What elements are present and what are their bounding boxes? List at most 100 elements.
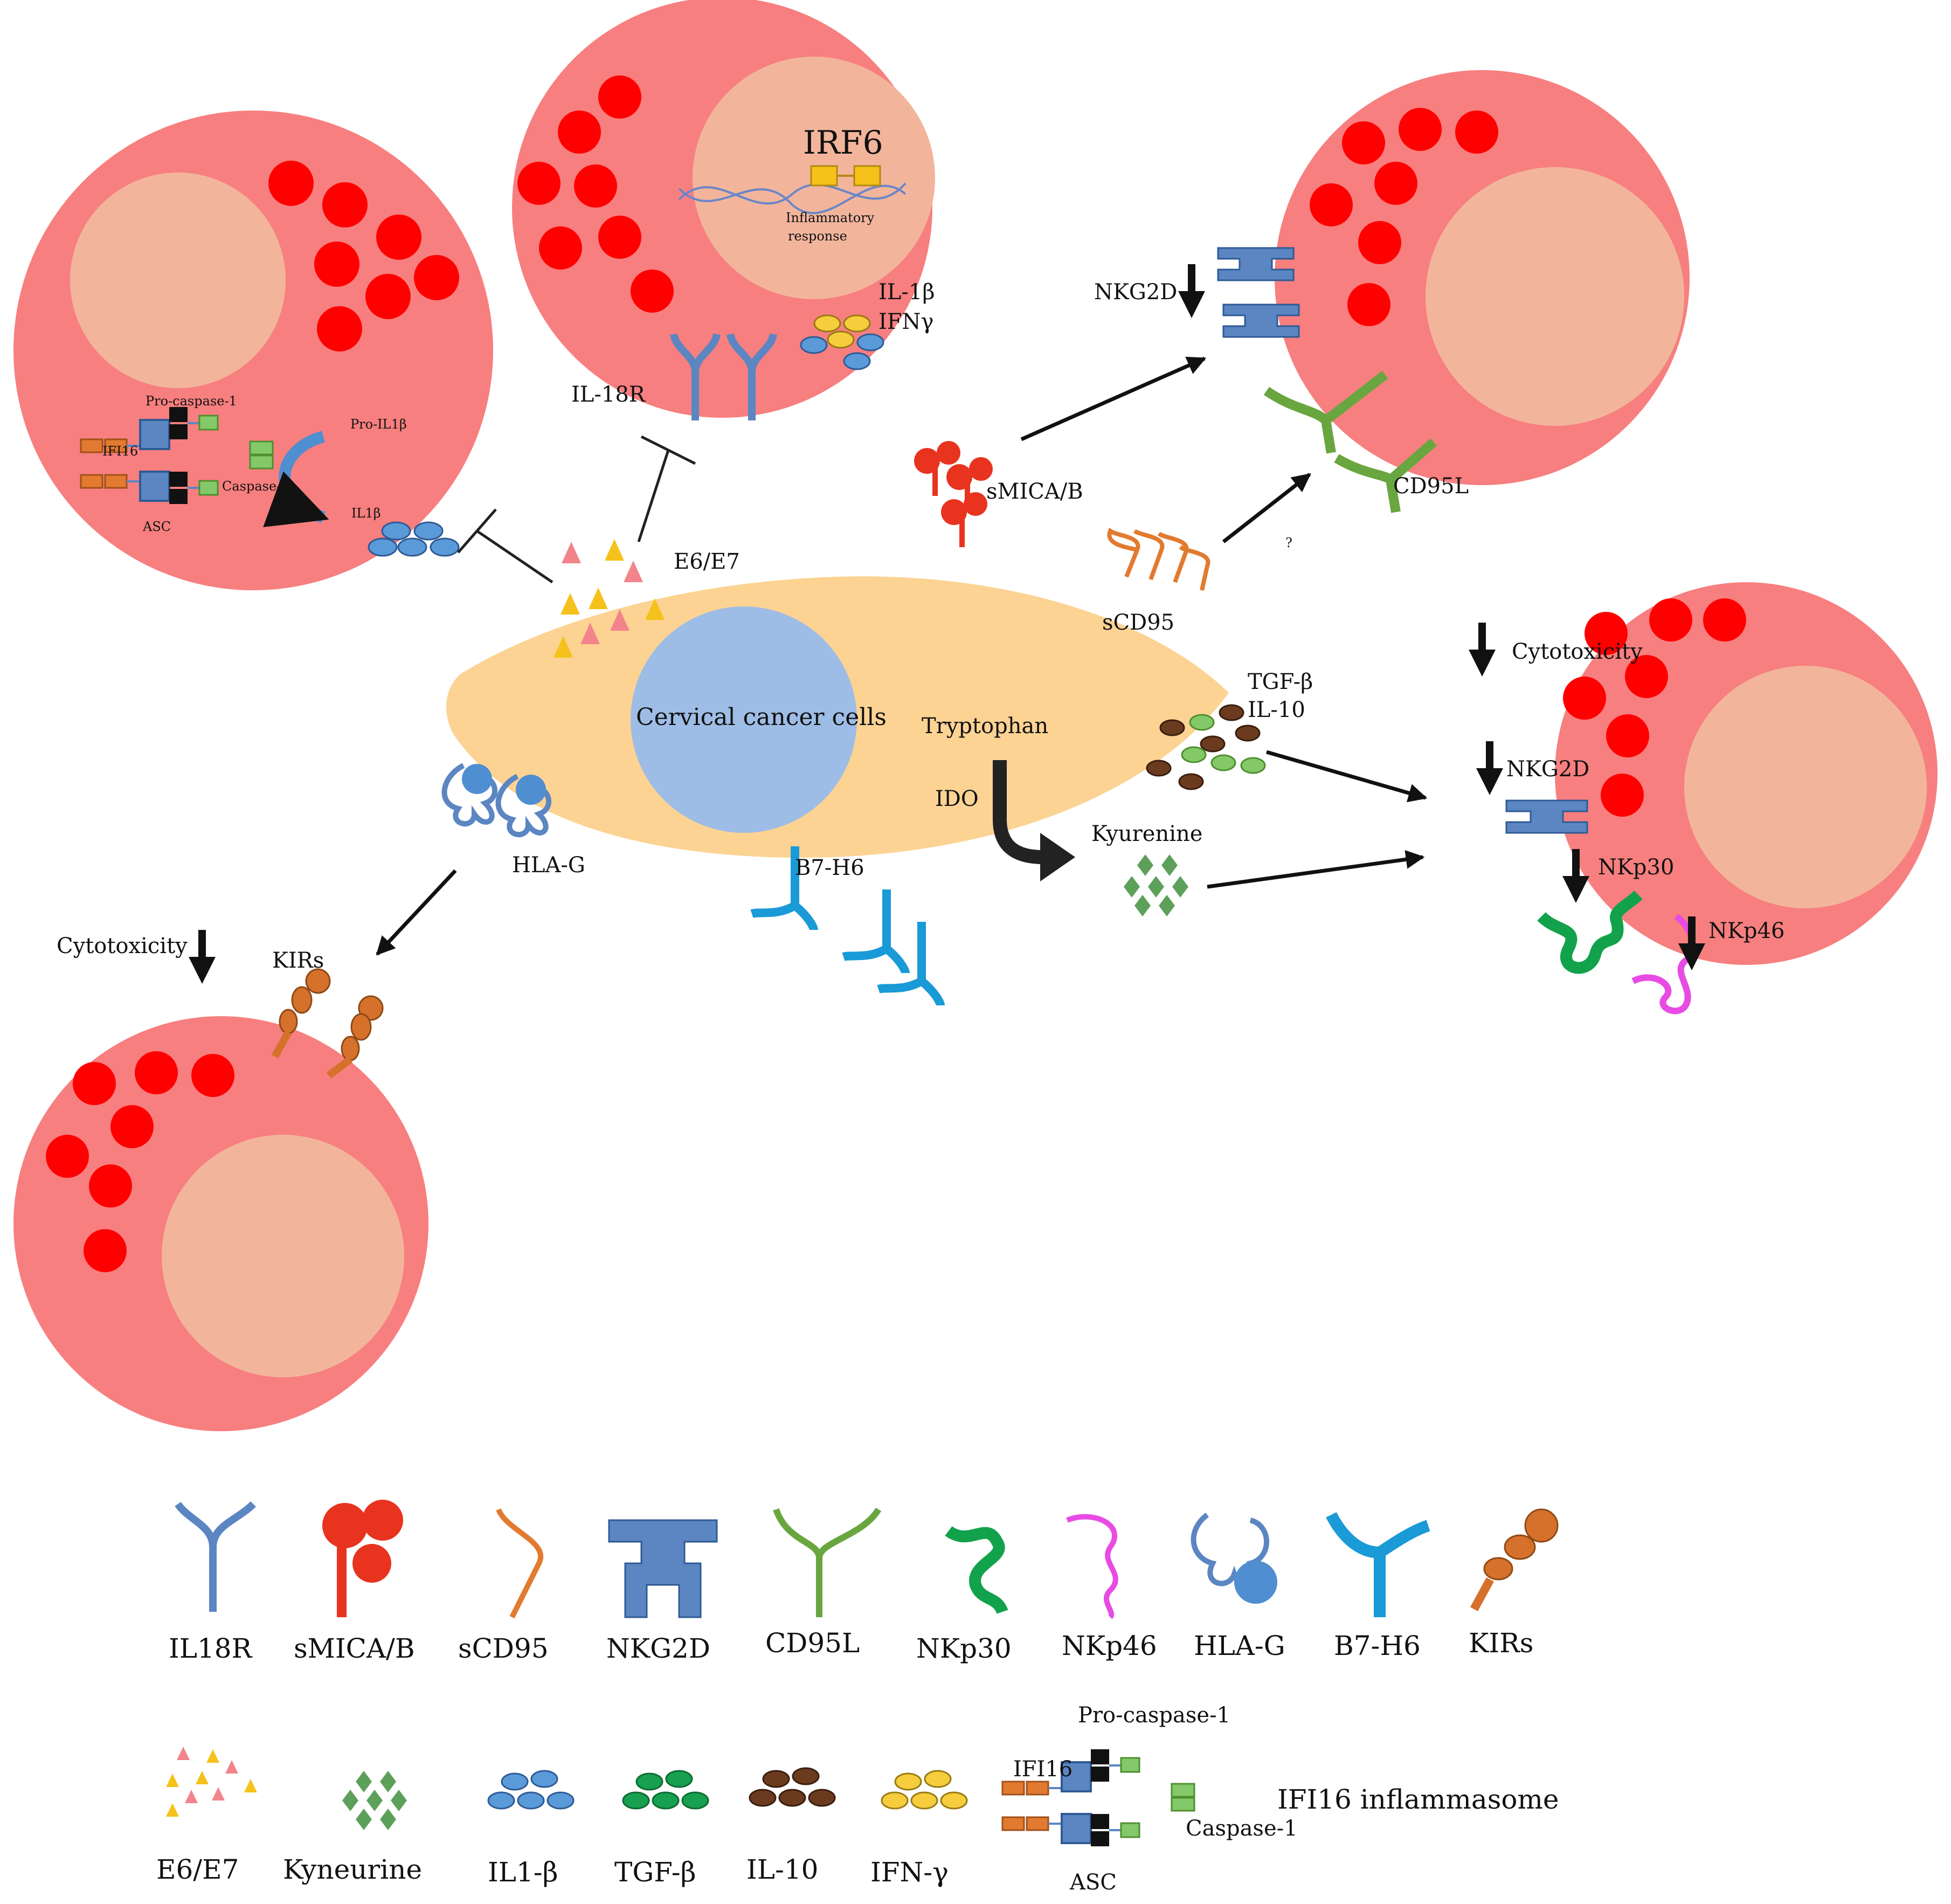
cytotoxicity-label: Cytotoxicity: [57, 934, 188, 958]
cd95l-ligand-icon: [1263, 370, 1437, 513]
granules: [517, 75, 674, 313]
b7h6-label: B7-H6: [795, 856, 864, 880]
cancer-cell-label: Cervical cancer cells: [636, 703, 887, 731]
legend-label-nkp46: NKp46: [1062, 1630, 1157, 1661]
ifng-label: IFNγ: [878, 309, 933, 334]
legend-tgfb-icon: [622, 1770, 709, 1810]
pro-il1b-label: Pro-IL1β: [350, 417, 407, 432]
legend-row-1: IL18R sMICA/B sCD95 NKG2D CD95L NKp30 NK…: [169, 1500, 1559, 1664]
legend-row-2: E6/E7 Kyneurine IL1-β TGF-β IL-10 IFN-γ …: [156, 1703, 1559, 1895]
kirs-label: KIRs: [272, 948, 324, 973]
down-arrow-icon: [189, 930, 216, 984]
granules: [268, 161, 459, 351]
hlag-icon: [441, 763, 551, 837]
legend-il18r-icon: [175, 1501, 256, 1612]
inhibition-line-top-middle: [637, 435, 696, 542]
ido-label: IDO: [935, 787, 979, 811]
legend-label-nkg2d: NKG2D: [606, 1633, 710, 1664]
nk-cell-nucleus: [70, 173, 286, 388]
cancer-cell-nucleus: [631, 606, 857, 833]
legend-label-scd95: sCD95: [458, 1633, 549, 1664]
scd95-icon: [1107, 527, 1210, 591]
e6e7-label: E6/E7: [674, 549, 740, 574]
down-arrow-icon: [1178, 264, 1205, 318]
scd95-label: sCD95: [1102, 610, 1174, 635]
legend-label-kyneurine: Kyneurine: [283, 1854, 422, 1885]
legend-smica-icon: [322, 1500, 403, 1617]
nkg2d-receptor-icon: [1217, 247, 1300, 338]
smica-icon: [914, 441, 993, 547]
legend-label-cd95l: CD95L: [765, 1627, 860, 1659]
legend-label-il18r: IL18R: [169, 1633, 253, 1664]
arrow-smica-to-nk: [1020, 356, 1207, 441]
nk-cell-right: Cytotoxicity NKG2D NKp30 NKp46: [1469, 582, 1938, 1015]
nkp46-label: NKp46: [1708, 919, 1784, 943]
down-arrow-icons: [1469, 623, 1705, 970]
nkg2d-receptor-icon: [1505, 799, 1588, 834]
il1b-icon: [368, 521, 460, 557]
cytotoxicity-label: Cytotoxicity: [1512, 639, 1643, 664]
legend-label-kirs: KIRs: [1469, 1627, 1533, 1659]
legend-caspase-label: Caspase-1: [1186, 1816, 1298, 1841]
il1b-label: IL-1β: [878, 280, 935, 305]
legend-inflammasome-title: IFI16 inflammasome: [1277, 1784, 1559, 1815]
legend-cd95l-icon: [773, 1507, 882, 1617]
nkg2d-label: NKG2D: [1094, 280, 1177, 305]
legend-pro-caspase-label: Pro-caspase-1: [1078, 1703, 1230, 1728]
arrow-scd95-to-nk: [1222, 473, 1311, 543]
legend-kynurenine-icon: [342, 1771, 407, 1830]
irf6-dimer-icon: [810, 165, 881, 187]
legend-hlag-icon: [1191, 1513, 1277, 1604]
legend-label-b7h6: B7-H6: [1334, 1630, 1421, 1661]
legend-label-smica: sMICA/B: [294, 1633, 415, 1664]
asc-label: ASC: [142, 519, 171, 534]
legend-nkp46-icon: [1066, 1514, 1118, 1619]
nkp30-receptor-icon: [1537, 890, 1643, 974]
question-label: ?: [1285, 535, 1292, 550]
e6e7-icon: [554, 539, 665, 658]
inhibition-line-top-left: [457, 508, 554, 584]
inflammatory-label: Inflammatory: [786, 210, 875, 225]
ido-conversion-arrow: [993, 760, 1043, 864]
nk-cell-top-left: Pro-caspase-1 IFI16 Pro-IL1β Caspase-1 I…: [13, 111, 493, 590]
nk-cell-nucleus: [1426, 167, 1684, 426]
kirs-receptor-icon: [271, 968, 384, 1079]
legend-label-hlag: HLA-G: [1194, 1630, 1285, 1661]
legend-label-il10: IL-10: [746, 1854, 818, 1885]
cervical-cancer-cell: Cervical cancer cells: [446, 576, 1229, 858]
legend-label-nkp30: NKp30: [916, 1633, 1012, 1664]
legend-scd95-icon: [496, 1508, 543, 1619]
legend-row-2-labels: E6/E7 Kyneurine IL1-β TGF-β IL-10 IFN-γ: [156, 1854, 949, 1888]
legend-il10-icon: [749, 1767, 836, 1807]
legend-ifi16-label: IFI16: [1013, 1757, 1073, 1782]
nk-cell-top-right: NKG2D CD95L ?: [1094, 70, 1690, 550]
kynurenine-icon: [1124, 854, 1188, 916]
granules: [46, 1051, 234, 1272]
nk-cell-top-middle: IRF6 Inflammatory response IL-1β IFNγ IL…: [512, 0, 935, 420]
legend-nkp30-icon: [945, 1526, 1008, 1615]
granules: [1310, 108, 1498, 326]
tryptophan-label: Tryptophan: [922, 714, 1048, 739]
response-label: response: [788, 229, 847, 244]
nk-cell-nucleus: [162, 1135, 404, 1377]
ifi16-label: IFI16: [102, 444, 138, 459]
smica-label: sMICA/B: [986, 479, 1083, 504]
irf6-label: IRF6: [803, 124, 883, 162]
nk-cell-bottom-left: Cytotoxicity KIRs: [13, 930, 428, 1431]
nk-cell-nucleus: [1684, 666, 1927, 908]
hlag-label: HLA-G: [512, 853, 585, 878]
pro-caspase-label: Pro-caspase-1: [146, 394, 237, 409]
legend-asc-label: ASC: [1069, 1870, 1117, 1895]
legend-label-e6e7: E6/E7: [156, 1854, 239, 1885]
dna-icon: [678, 182, 907, 205]
tgfb-il10-icon: [1146, 704, 1266, 790]
arrow-kynurenine-to-nk: [1207, 850, 1425, 889]
arrow-hlag-to-nk: [376, 869, 457, 956]
legend-e6e7-icon: [166, 1747, 257, 1817]
legend-kirs-icon: [1470, 1508, 1559, 1611]
cytokine-cluster-icon: [800, 314, 884, 370]
legend-label-ifng: IFN-γ: [870, 1857, 949, 1888]
tgfb-label: TGF-β: [1248, 670, 1313, 694]
nkp30-label: NKp30: [1598, 855, 1674, 880]
